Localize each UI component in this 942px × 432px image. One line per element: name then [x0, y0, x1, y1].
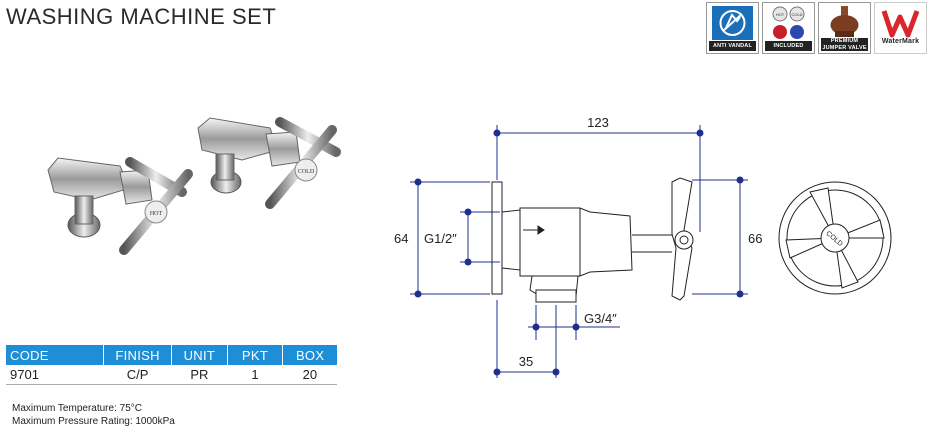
hot-cold-indicators-icon: HOT COLD: [772, 6, 805, 39]
spec-notes: Maximum Temperature: 75°C Maximum Pressu…: [12, 402, 175, 428]
cell-code: 9701: [6, 365, 104, 385]
header-pkt: PKT: [226, 345, 283, 365]
dim-overall-length: 123: [587, 115, 609, 130]
badge-caption: ANTI VANDAL: [709, 41, 756, 51]
hot-tap-image: HOT: [47, 157, 193, 255]
side-view: [491, 177, 694, 303]
indicators-badge: HOT COLD INCLUDED: [762, 2, 815, 54]
header-code: CODE: [6, 345, 104, 365]
product-spec-table: CODE FINISH UNIT PKT BOX 9701 C/P PR 1 2…: [6, 345, 337, 385]
technical-drawing: 123 64 G1/2″ 66 G3/4″ 35 COLD: [394, 115, 892, 378]
cell-finish: C/P: [103, 365, 172, 385]
product-photo: HOT COLD: [47, 117, 341, 255]
badge-caption: INCLUDED: [765, 41, 812, 51]
feature-badges: ANTI VANDAL HOT COLD INCLUDED PREMIUM JU…: [706, 2, 927, 54]
dim-plate-height: 64: [394, 231, 408, 246]
watermark-badge: WaterMark: [874, 2, 927, 54]
page-title: WASHING MACHINE SET: [6, 4, 277, 29]
header-finish: FINISH: [103, 345, 172, 365]
cell-pkt: 1: [227, 365, 283, 385]
jumper-valve-badge: PREMIUM JUMPER VALVE: [818, 2, 871, 54]
hot-label: HOT: [150, 211, 163, 217]
badge-caption: PREMIUM JUMPER VALVE: [821, 38, 868, 51]
watermark-logo-icon: [881, 10, 920, 38]
anti-vandal-badge: ANTI VANDAL: [706, 2, 759, 54]
max-pressure-note: Maximum Pressure Rating: 1000kPa: [12, 416, 175, 427]
cell-unit: PR: [171, 365, 228, 385]
jumper-valve-icon: [830, 6, 859, 37]
cell-box: 20: [282, 365, 337, 385]
badge-caption: WaterMark: [881, 38, 920, 45]
dim-outlet-thread: G3/4″: [584, 311, 617, 326]
dim-outlet-offset: 35: [519, 354, 533, 369]
cold-label: COLD: [298, 169, 315, 175]
max-temperature-note: Maximum Temperature: 75°C: [12, 403, 142, 414]
header-box: BOX: [282, 345, 337, 365]
anti-vandal-icon: [712, 6, 753, 40]
cold-dot-label: COLD: [791, 12, 802, 17]
dimension-lines: [410, 125, 748, 378]
table-header-row: CODE FINISH UNIT PKT BOX: [6, 345, 337, 365]
end-view: COLD: [778, 181, 892, 295]
table-row: 9701 C/P PR 1 20: [6, 365, 337, 385]
cold-tap-image: COLD: [197, 117, 341, 209]
dimension-labels: 123 64 G1/2″ 66 G3/4″ 35: [394, 115, 762, 369]
dim-inlet-thread: G1/2″: [424, 231, 457, 246]
hot-dot-label: HOT: [776, 12, 785, 17]
dim-handle-height: 66: [748, 231, 762, 246]
header-unit: UNIT: [170, 345, 228, 365]
